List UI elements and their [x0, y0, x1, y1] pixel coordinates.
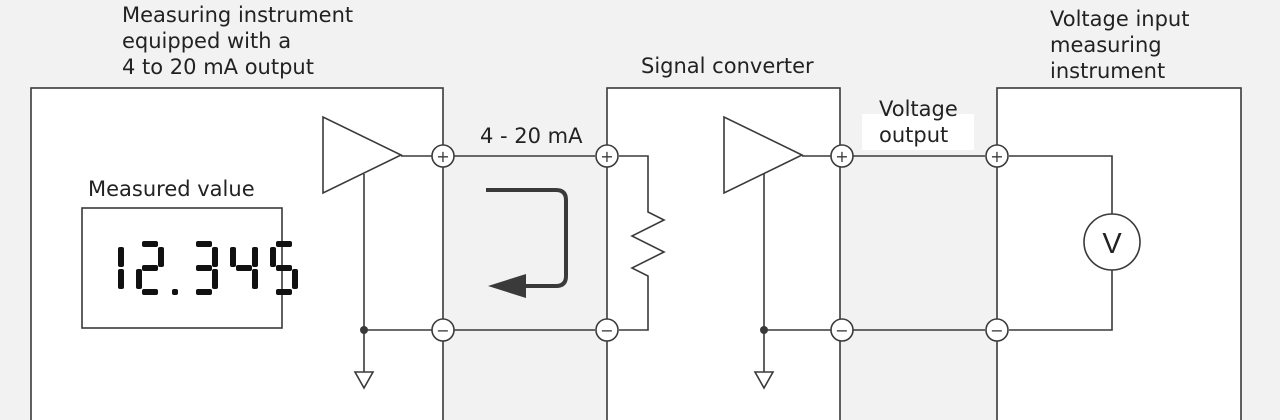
ground-icon-2: [753, 371, 775, 390]
instrument-label: Measuring instrument equipped with a 4 t…: [122, 3, 354, 79]
voltmeter-symbol: V: [1102, 228, 1122, 260]
terminal-plus-voltmeter: +: [985, 144, 1009, 168]
svg-text:−: −: [436, 321, 449, 340]
svg-text:+: +: [436, 147, 449, 166]
display-digit: [196, 241, 218, 295]
svg-text:+: +: [600, 147, 613, 166]
voltmeter-label: Voltage input measuring instrument: [1050, 7, 1190, 83]
terminal-minus-converter-in: −: [595, 318, 619, 342]
current-signal-label: 4 - 20 mA: [480, 124, 583, 148]
display-digit: [118, 247, 124, 289]
svg-text:−: −: [990, 321, 1003, 340]
arrow-head-icon: [488, 274, 526, 298]
terminal-plus-converter-in: +: [595, 144, 619, 168]
terminal-minus-instrument: −: [431, 318, 455, 342]
svg-text:−: −: [600, 321, 613, 340]
display-digit: [230, 247, 258, 289]
voltmeter-plus-wire: [1009, 155, 1113, 214]
terminal-minus-converter-out: −: [830, 318, 854, 342]
terminal-minus-voltmeter: −: [985, 318, 1009, 342]
shunt-resistor-icon: [619, 155, 666, 331]
output-amplifier-icon: [322, 115, 403, 195]
current-loop-arrow: [486, 188, 568, 288]
voltage-output-label-bg: [862, 114, 974, 150]
terminal-plus-converter-out: +: [830, 144, 854, 168]
measured-value-label: Measured value: [88, 177, 255, 201]
terminal-plus-instrument: +: [431, 144, 455, 168]
display-digit: [270, 241, 298, 295]
converter-amplifier-icon: [723, 115, 804, 195]
ground-icon: [353, 371, 375, 390]
decimal-point: [172, 289, 178, 295]
voltmeter-minus-wire: [1009, 270, 1113, 331]
display-digit: [136, 241, 164, 295]
converter-label: Signal converter: [641, 54, 814, 78]
voltmeter-icon: [1083, 213, 1141, 271]
voltage-output-label: Voltage output: [879, 97, 958, 147]
seven-segment-display: [118, 241, 298, 295]
svg-text:+: +: [990, 147, 1003, 166]
svg-text:−: −: [835, 321, 848, 340]
svg-text:+: +: [835, 147, 848, 166]
